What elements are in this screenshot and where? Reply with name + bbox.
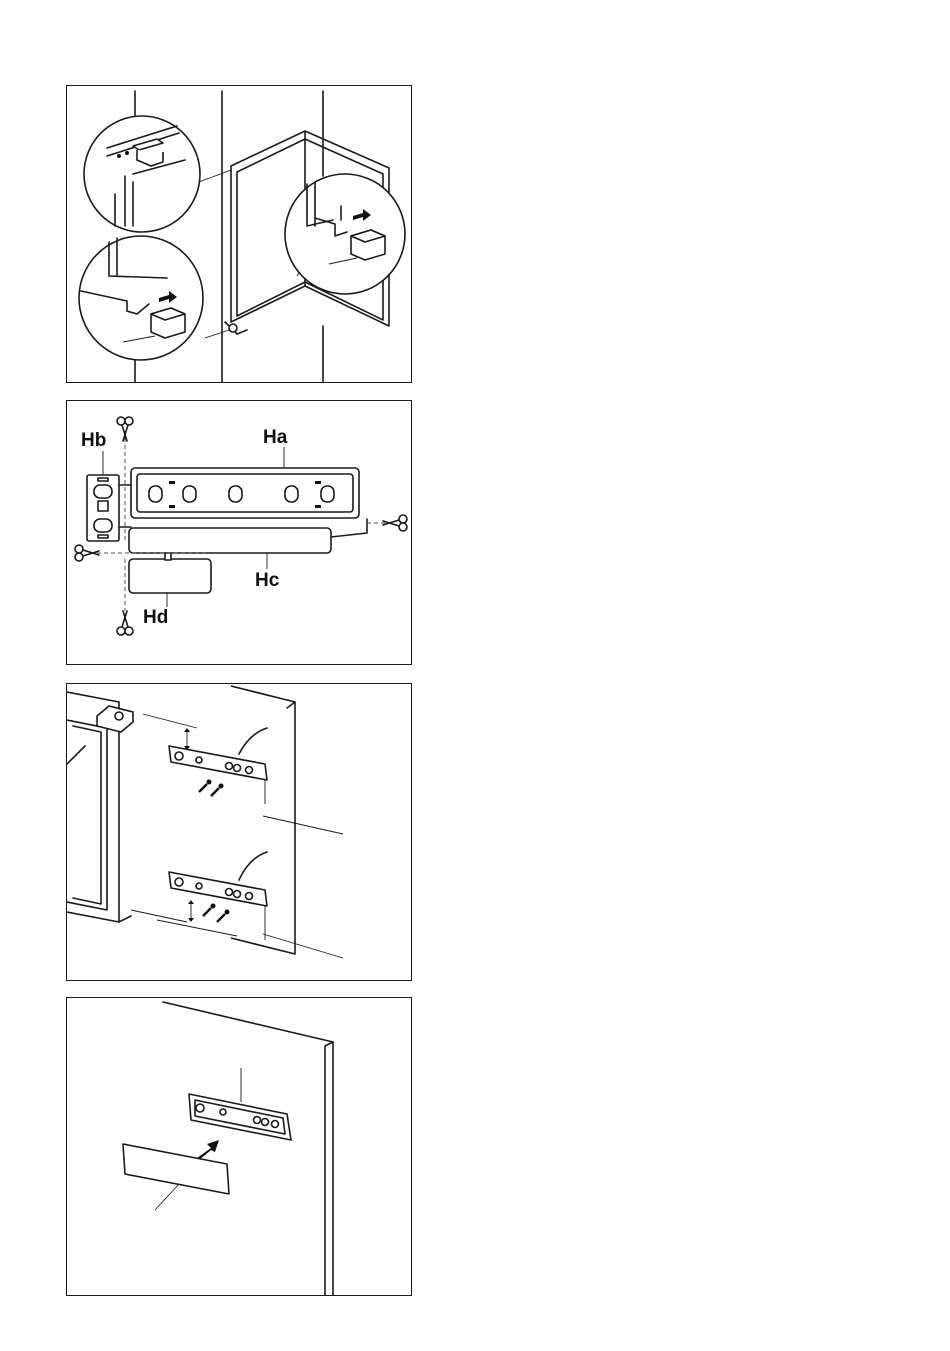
figure-door-hinge-insets [66,85,412,383]
figure-cutting-template: Ha Hb Hc Hd [66,400,412,665]
figure-cover-fitting [66,997,412,1296]
scissors-icon [117,611,133,635]
part-hc-strip [129,528,331,553]
cover-plate [123,1144,229,1194]
cover-fitting-illustration [67,998,412,1296]
inset-right-hinge [285,174,405,294]
inset-bottom-hinge [79,236,203,360]
scissors-icon [75,545,99,561]
door-top-bracket [97,706,133,732]
inset-top-hinge [84,116,200,232]
label-hc: Hc [255,571,279,590]
screw-icon [203,904,230,923]
scissors-icon [383,515,407,531]
bracket [189,1094,291,1140]
furniture-door [231,686,295,954]
figure-bracket-mounting [66,683,412,981]
screw-icon [199,780,224,797]
hinge-pin [229,324,237,332]
part-hd-block [129,559,211,593]
template-illustration [67,401,412,665]
scissors-icon [117,417,133,441]
arrow-icon [197,1140,219,1160]
label-hb: Hb [81,431,106,450]
label-hd: Hd [143,608,168,627]
bracket-mounting-illustration [67,684,412,981]
label-ha: Ha [263,428,287,447]
door-hinge-illustration [67,86,412,383]
furniture-door-edge [163,1002,333,1296]
